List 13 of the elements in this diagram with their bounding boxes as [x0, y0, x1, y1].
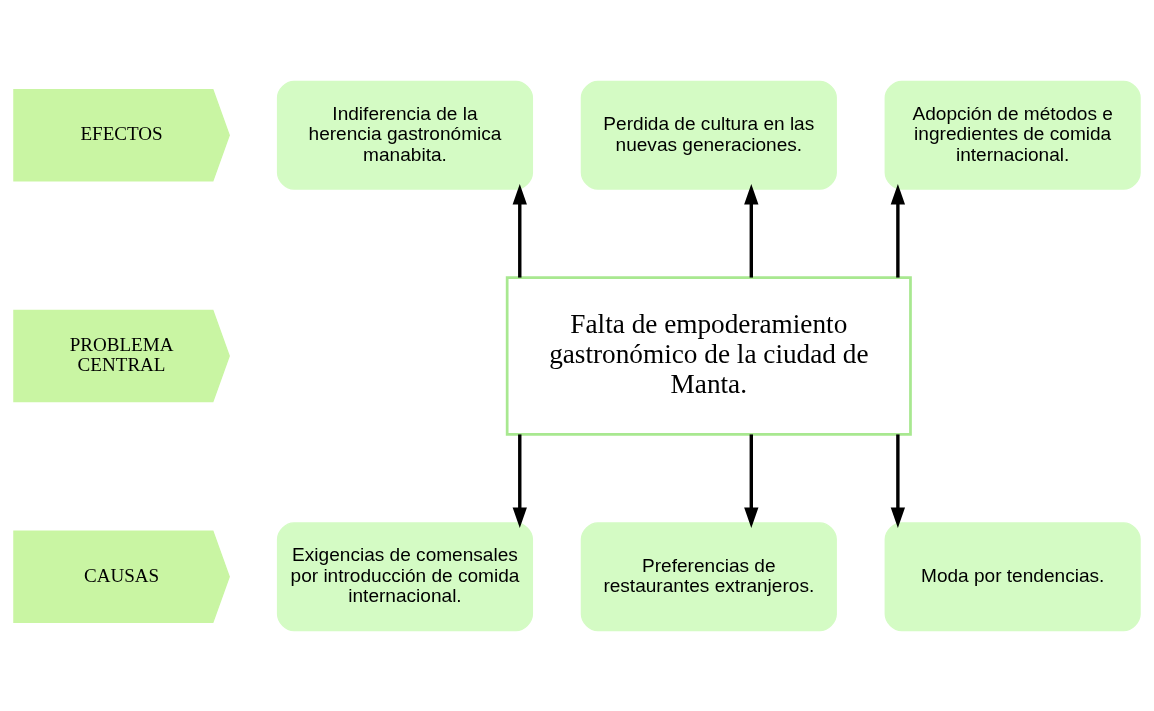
arrow — [744, 183, 759, 278]
node-box: Moda por tendencias. — [884, 521, 1141, 631]
arrow — [890, 433, 906, 528]
arrow — [512, 433, 527, 528]
arrow — [744, 433, 759, 528]
arrow — [890, 183, 906, 278]
node-box: Preferencias de restaurantes extranjeros. — [580, 521, 837, 631]
node-box: Falta de empoderamiento gastronómico de la ciudad de Manta. — [505, 275, 912, 436]
node-box: Adopción de métodos e ingredientes de comida internacional. — [884, 80, 1141, 190]
node-box: Indiferencia de la herencia gastronómica manabita. — [276, 80, 534, 190]
node-box: Exigencias de comensales por introducción de comida internacional. — [276, 521, 534, 631]
node-box: Perdida de cultura en las nuevas generaciones. — [580, 80, 837, 190]
arrow — [512, 183, 527, 278]
